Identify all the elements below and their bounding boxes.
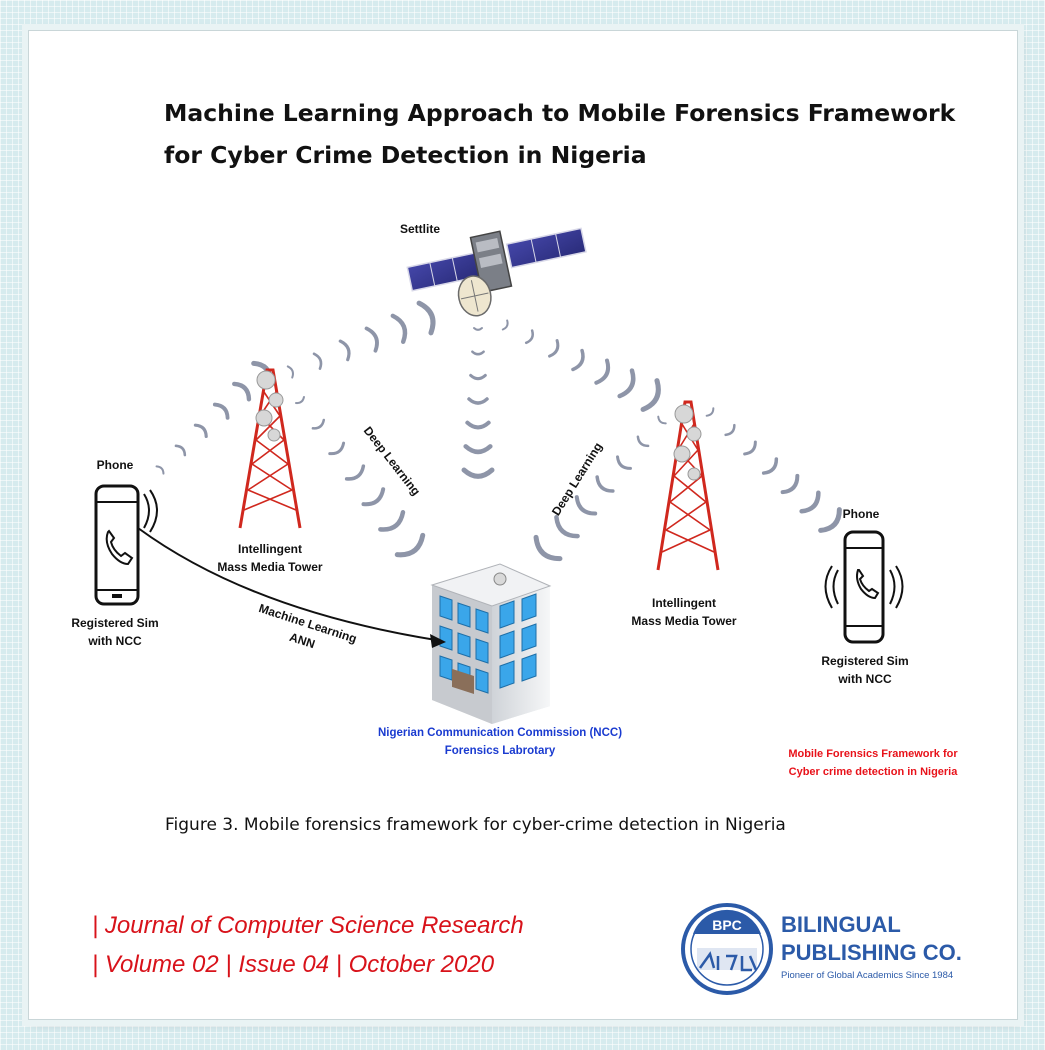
tower-left-line-2: Mass Media Tower (200, 558, 340, 576)
title-line-1: Machine Learning Approach to Mobile Fore… (164, 92, 964, 134)
wave-satellite-to-ncc (466, 446, 491, 452)
tower-left-label: Intellingent Mass Media Tower (200, 540, 340, 576)
wave-satellite-to-tower-right (526, 331, 533, 343)
wave-tower-right-to-phone-right (745, 442, 756, 454)
tower-right-label: Intellingent Mass Media Tower (614, 594, 754, 630)
wave-tower-left-to-ncc (347, 466, 364, 479)
page-title: Machine Learning Approach to Mobile Fore… (164, 92, 964, 176)
wave-tower-right-to-ncc (597, 477, 613, 491)
wave-tower-left-to-satellite (340, 341, 349, 360)
wave-satellite-to-ncc (467, 423, 488, 428)
wave-tower-right-to-phone-right (783, 476, 798, 492)
wave-satellite-to-tower-right (573, 351, 583, 370)
window-right (500, 601, 514, 628)
wave-tower-left-to-ncc (397, 535, 422, 554)
window-left (440, 626, 452, 650)
publisher-name-1: BILINGUAL (781, 912, 901, 938)
window-right (500, 661, 514, 688)
phone-left-sim-line-1: Registered Sim (55, 614, 175, 632)
ncc-line-2: Forensics Labrotary (340, 742, 660, 760)
wave-satellite-to-tower-right (620, 371, 634, 397)
phone-left-sim-label: Registered Sim with NCC (55, 614, 175, 650)
wave-satellite-to-tower-right (550, 341, 558, 357)
bpc-logo: BPC (683, 905, 771, 993)
tower-right-line-2: Mass Media Tower (614, 612, 754, 630)
wave-tower-right-to-phone-right (764, 459, 777, 473)
wave-tower-left-to-ncc (380, 512, 403, 529)
window-left (476, 639, 488, 663)
figure-caption: Figure 3. Mobile forensics framework for… (165, 815, 965, 835)
wave-tower-left-to-satellite (367, 328, 377, 350)
wave-satellite-to-tower-right (596, 361, 608, 383)
framework-note-line-1: Mobile Forensics Framework for (768, 745, 978, 763)
wave-tower-right-to-phone-right (707, 408, 714, 415)
wave-tower-left-to-ncc (330, 443, 344, 454)
wave-satellite-to-tower-right (643, 381, 658, 410)
wave-satellite-to-tower-right (503, 320, 508, 329)
window-right (522, 624, 536, 651)
window-left (440, 656, 452, 680)
wave-satellite-to-ncc (471, 375, 486, 378)
window-left (458, 603, 470, 627)
wave-tower-right-to-ncc (577, 497, 595, 513)
signal-waves (157, 303, 840, 558)
wave-phone-left-to-tower (234, 384, 249, 399)
wave-phone-left-to-tower (157, 466, 164, 473)
window-left (476, 669, 488, 693)
tower-right-line-1: Intellingent (614, 594, 754, 612)
window-right (522, 654, 536, 681)
wave-tower-left-to-satellite (288, 366, 293, 377)
wave-tower-left-to-satellite (419, 303, 433, 333)
title-line-2: for Cyber Crime Detection in Nigeria (164, 134, 964, 176)
wave-tower-right-to-ncc (638, 437, 648, 446)
phone-left-icon (96, 486, 157, 604)
journal-issue: | Volume 02 | Issue 04 | October 2020 (92, 951, 612, 979)
tower-right-icon (658, 402, 718, 570)
bpc-badge-text: BPC (712, 917, 742, 933)
journal-title: | Journal of Computer Science Research (92, 912, 612, 940)
wave-phone-left-to-tower (176, 446, 185, 455)
wave-tower-left-to-ncc (364, 489, 384, 504)
phone-left-sim-line-2: with NCC (55, 632, 175, 650)
phone-right-label: Phone (806, 505, 916, 523)
wave-tower-right-to-ncc (618, 457, 631, 469)
window-left (440, 596, 452, 620)
window-left (458, 633, 470, 657)
ncc-label: Nigerian Communication Commission (NCC) … (340, 724, 660, 760)
wave-tower-left-to-satellite (393, 316, 405, 342)
wave-satellite-to-ncc (474, 328, 482, 330)
window-right (522, 594, 536, 621)
wave-tower-right-to-phone-right (726, 425, 735, 435)
window-right (500, 631, 514, 658)
satellite-label: Settlite (380, 220, 460, 238)
wave-phone-left-to-tower (195, 425, 206, 436)
ncc-line-1: Nigerian Communication Commission (NCC) (340, 724, 660, 742)
wave-satellite-to-ncc (464, 470, 492, 476)
publisher-tagline: Pioneer of Global Academics Since 1984 (781, 970, 953, 981)
ncc-building-icon (432, 564, 550, 724)
phone-left-label: Phone (80, 456, 150, 474)
wave-tower-left-to-satellite (314, 354, 321, 369)
phone-right-sim-label: Registered Sim with NCC (800, 652, 930, 688)
wave-tower-left-to-ncc (296, 397, 304, 403)
publisher-name-2: PUBLISHING CO. (781, 940, 962, 966)
wave-tower-left-to-ncc (313, 420, 324, 428)
wave-satellite-to-ncc (472, 352, 483, 355)
phone-right-icon (826, 532, 903, 642)
window-left (476, 609, 488, 633)
phone-right-sim-line-2: with NCC (800, 670, 930, 688)
wave-tower-right-to-ncc (658, 417, 665, 424)
wave-satellite-to-ncc (469, 399, 487, 403)
framework-note: Mobile Forensics Framework for Cyber cri… (768, 745, 978, 781)
wave-tower-right-to-ncc (536, 537, 560, 558)
tower-left-line-1: Intellingent (200, 540, 340, 558)
phone-right-sim-line-1: Registered Sim (800, 652, 930, 670)
wave-phone-left-to-tower (215, 405, 228, 418)
framework-note-line-2: Cyber crime detection in Nigeria (768, 763, 978, 781)
